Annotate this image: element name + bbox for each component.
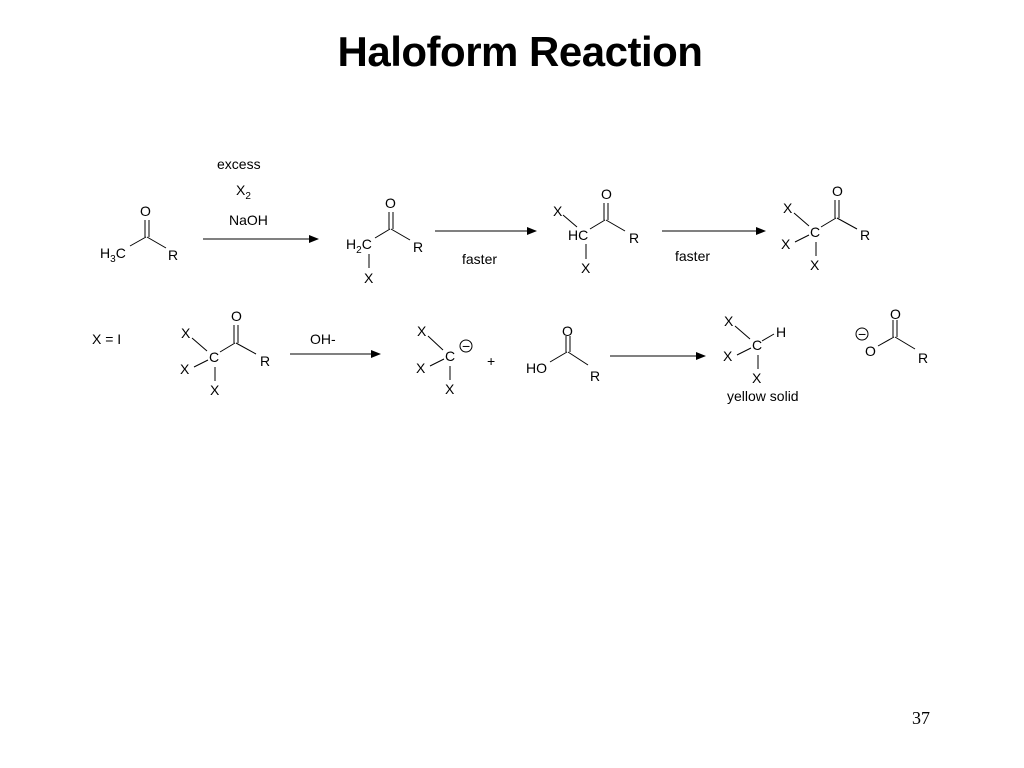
dihalo-ketone-structure: X HC O R X — [553, 186, 639, 276]
reagent-excess: excess — [217, 156, 261, 172]
r-group-label: R — [860, 227, 870, 243]
carbon-label: C — [209, 349, 219, 365]
halogen-label: X — [364, 270, 374, 286]
oxygen-label: O — [832, 183, 843, 199]
halogen-label: X — [210, 382, 220, 398]
oxygen-label: O — [385, 195, 396, 211]
bond — [589, 219, 606, 230]
bond — [374, 228, 391, 239]
oxygen-label: O — [562, 323, 573, 339]
charge-sign: − — [858, 326, 866, 342]
halogen-label: X — [180, 361, 190, 377]
halogen-label: X — [416, 360, 426, 376]
h3c-label: H3C — [100, 245, 126, 265]
bond — [820, 217, 837, 228]
negative-charge-icon — [855, 327, 869, 341]
bond — [390, 228, 411, 241]
trihalomethyl-anion-structure: X C − X X — [416, 323, 473, 397]
page-number: 37 — [912, 708, 930, 728]
halogen-label: X — [752, 370, 762, 386]
carbon-label: C — [810, 224, 820, 240]
r-group-label: R — [629, 230, 639, 246]
bond — [567, 351, 589, 366]
halogen-label: X — [724, 313, 734, 329]
bond — [427, 335, 444, 351]
carbon-label: C — [752, 337, 762, 353]
product-description: yellow solid — [727, 388, 799, 404]
monohalo-ketone-structure: H2C O R X — [346, 195, 423, 286]
halogen-label: X — [445, 381, 455, 397]
trihalo-ketone-structure: X C O R X X — [781, 183, 870, 273]
halogen-label: X — [581, 260, 591, 276]
bond — [549, 351, 568, 363]
charge-sign: − — [462, 338, 470, 354]
reagent-base: NaOH — [229, 212, 268, 228]
bond — [219, 342, 236, 353]
oxygen-label: O — [890, 306, 901, 322]
halogen-label: X — [723, 348, 733, 364]
carbon-label: C — [445, 348, 455, 364]
r-group-label: R — [590, 368, 600, 384]
bond — [761, 333, 775, 342]
hydroxyl-label: HO — [526, 360, 547, 376]
r-group-label: R — [413, 239, 423, 255]
bond — [836, 217, 858, 230]
carboxylic-acid-structure: HO O R — [526, 323, 600, 384]
carboxylate-anion-structure: − O O R — [855, 306, 928, 366]
halogen-label: X — [417, 323, 427, 339]
bond — [235, 342, 257, 355]
haloform-product-structure: X C H X X yellow solid — [723, 313, 799, 404]
arrow-row2-label: OH- — [310, 331, 336, 347]
bond — [793, 212, 810, 227]
oxygen-label: O — [601, 186, 612, 202]
bond — [129, 236, 147, 247]
halogen-label: X — [781, 236, 791, 252]
halogen-label: X — [181, 325, 191, 341]
arrow-3-label: faster — [675, 248, 710, 264]
r-group-label: R — [918, 350, 928, 366]
bond — [146, 236, 167, 249]
halogen-label: X — [553, 203, 563, 219]
oxide-label: O — [865, 343, 876, 359]
bond — [429, 358, 445, 367]
triiodo-ketone-structure: X C O R X X — [180, 308, 270, 398]
reagent-halogen: X2 — [236, 182, 251, 202]
bond — [736, 347, 752, 356]
bond — [605, 219, 626, 232]
bond — [191, 337, 208, 352]
bond — [877, 336, 895, 347]
condition-label: X = I — [92, 331, 121, 347]
bond — [734, 325, 751, 340]
methyl-ketone-structure: H3C O R — [100, 203, 178, 265]
oxygen-label: O — [140, 203, 151, 219]
halogen-label: X — [783, 200, 793, 216]
halogen-label: X — [810, 257, 820, 273]
bond — [562, 214, 578, 228]
negative-charge-icon — [459, 339, 473, 353]
hydrogen-label: H — [776, 324, 786, 340]
bond — [794, 234, 810, 243]
bond — [894, 336, 916, 350]
plus-sign: + — [487, 353, 495, 369]
h2c-label: H2C — [346, 236, 372, 256]
bond — [193, 359, 209, 368]
oxygen-label: O — [231, 308, 242, 324]
arrow-2-label: faster — [462, 251, 497, 267]
r-group-label: R — [260, 353, 270, 369]
r-group-label: R — [168, 247, 178, 263]
slide-title: Haloform Reaction — [337, 28, 703, 75]
hc-label: HC — [568, 227, 588, 243]
